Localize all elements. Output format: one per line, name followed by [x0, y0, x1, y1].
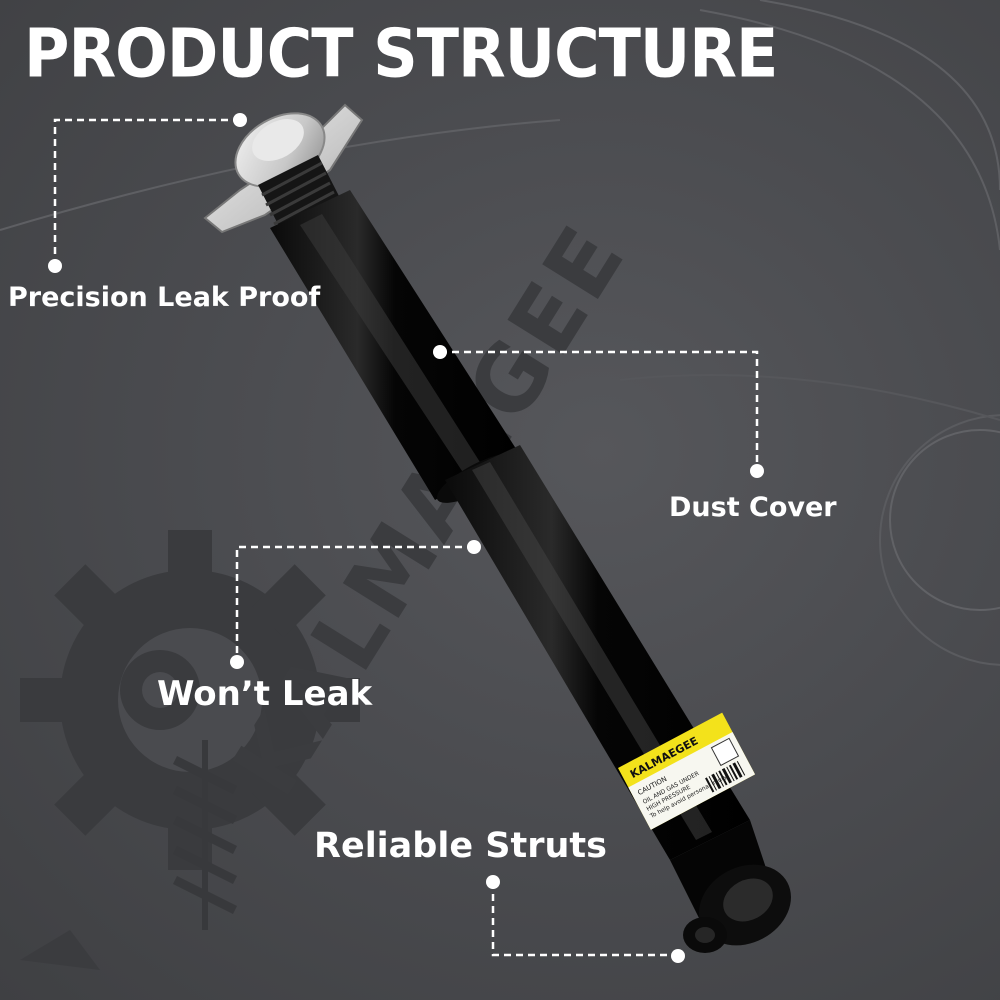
callout-dot: [467, 540, 481, 554]
rubber-bellow-icon: [258, 155, 340, 232]
callout-dot: [433, 345, 447, 359]
callout-dot: [671, 949, 685, 963]
top-mount-icon: [203, 103, 364, 234]
leader-reliable-struts: [491, 882, 678, 957]
callout-dot: [750, 464, 764, 478]
callout-dot: [233, 113, 247, 127]
leader-leak-proof: [53, 118, 240, 265]
leader-dust-cover: [440, 350, 759, 470]
barcode-icon: [705, 760, 746, 793]
callout-reliable-struts-label: Reliable Struts: [314, 826, 607, 866]
leader-wont-leak: [235, 545, 474, 660]
page-title: PRODUCT STRUCTURE: [24, 14, 778, 93]
callout-dust-cover-label: Dust Cover: [669, 492, 837, 523]
callout-wont-leak-label: Won’t Leak: [157, 674, 373, 714]
qr-code-icon: [710, 737, 740, 767]
bottom-eye-mount-icon: [670, 820, 791, 953]
callout-dot: [230, 655, 244, 669]
callout-leak-proof-label: Precision Leak Proof: [8, 282, 321, 313]
callout-dot: [48, 259, 62, 273]
spring-watermark-icon: [172, 740, 238, 930]
callout-dot: [486, 875, 500, 889]
